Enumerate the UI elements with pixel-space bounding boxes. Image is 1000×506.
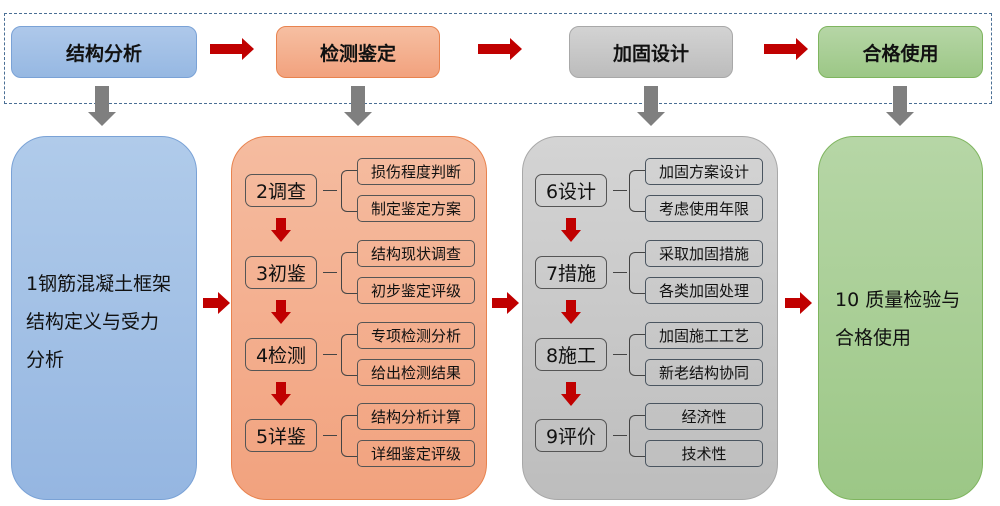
flow-arrow-icon: [203, 292, 230, 314]
step-box[interactable]: 6设计: [535, 174, 607, 207]
down-arrow-icon: [88, 86, 116, 126]
brace-connector: [629, 415, 645, 457]
sub-item-box[interactable]: 初步鉴定评级: [357, 277, 475, 304]
sub-item-box[interactable]: 加固方案设计: [645, 158, 763, 185]
text-line: 分析: [26, 349, 65, 371]
text-line: 合格使用: [835, 327, 912, 349]
flow-arrow-icon: [785, 292, 812, 314]
step-box[interactable]: 5详鉴: [245, 419, 317, 452]
down-arrow-icon: [271, 218, 291, 242]
sub-item-box[interactable]: 各类加固处理: [645, 277, 763, 304]
panel-structural-analysis: 1钢筋混凝土框架 结构定义与受力 分析: [11, 136, 197, 500]
sub-item-box[interactable]: 采取加固措施: [645, 240, 763, 267]
step-box[interactable]: 4检测: [245, 338, 317, 371]
sub-item-box[interactable]: 结构分析计算: [357, 403, 475, 430]
step-box[interactable]: 9评价: [535, 419, 607, 452]
brace-connector: [323, 354, 337, 355]
sub-item-box[interactable]: 详细鉴定评级: [357, 440, 475, 467]
brace-connector: [323, 190, 337, 191]
sub-item-box[interactable]: 结构现状调查: [357, 240, 475, 267]
brace-connector: [629, 170, 645, 212]
stage-reinforcement-design[interactable]: 加固设计: [569, 26, 733, 78]
acceptance-description: 10 质量检验与 合格使用: [835, 281, 981, 357]
stage-label: 检测鉴定: [319, 42, 396, 65]
sub-item-box[interactable]: 经济性: [645, 403, 763, 430]
down-arrow-icon: [271, 382, 291, 406]
brace-connector: [323, 435, 337, 436]
brace-connector: [323, 272, 337, 273]
stage-label: 结构分析: [65, 42, 142, 65]
sub-item-box[interactable]: 技术性: [645, 440, 763, 467]
sub-item-box[interactable]: 专项检测分析: [357, 322, 475, 349]
text-line: 10 质量检验与: [835, 289, 961, 311]
flow-arrow-icon: [764, 38, 808, 60]
sub-item-box[interactable]: 新老结构协同: [645, 359, 763, 386]
flow-arrow-icon: [210, 38, 254, 60]
brace-connector: [341, 170, 357, 212]
step-box[interactable]: 2调查: [245, 174, 317, 207]
brace-connector: [629, 252, 645, 294]
brace-connector: [613, 272, 627, 273]
analysis-description: 1钢筋混凝土框架 结构定义与受力 分析: [26, 265, 196, 379]
down-arrow-icon: [637, 86, 665, 126]
brace-connector: [613, 435, 627, 436]
stage-label: 加固设计: [612, 42, 689, 65]
brace-connector: [613, 354, 627, 355]
brace-connector: [341, 415, 357, 457]
stage-acceptance[interactable]: 合格使用: [818, 26, 983, 78]
text-line: 结构定义与受力: [26, 311, 160, 333]
down-arrow-icon: [886, 86, 914, 126]
stage-structural-analysis[interactable]: 结构分析: [11, 26, 197, 78]
brace-connector: [613, 190, 627, 191]
down-arrow-icon: [271, 300, 291, 324]
text-line: 1钢筋混凝土框架: [26, 273, 172, 295]
brace-connector: [341, 334, 357, 376]
step-box[interactable]: 3初鉴: [245, 256, 317, 289]
sub-item-box[interactable]: 制定鉴定方案: [357, 195, 475, 222]
brace-connector: [629, 334, 645, 376]
down-arrow-icon: [561, 300, 581, 324]
flow-arrow-icon: [492, 292, 519, 314]
sub-item-box[interactable]: 考虑使用年限: [645, 195, 763, 222]
flow-arrow-icon: [478, 38, 522, 60]
down-arrow-icon: [561, 382, 581, 406]
step-box[interactable]: 7措施: [535, 256, 607, 289]
sub-item-box[interactable]: 给出检测结果: [357, 359, 475, 386]
brace-connector: [341, 252, 357, 294]
stage-row-frame: [4, 13, 992, 104]
sub-item-box[interactable]: 损伤程度判断: [357, 158, 475, 185]
stage-label: 合格使用: [862, 42, 939, 65]
stage-inspection[interactable]: 检测鉴定: [276, 26, 440, 78]
panel-reinforcement-design: [522, 136, 778, 500]
down-arrow-icon: [344, 86, 372, 126]
panel-acceptance: 10 质量检验与 合格使用: [818, 136, 983, 500]
down-arrow-icon: [561, 218, 581, 242]
step-box[interactable]: 8施工: [535, 338, 607, 371]
sub-item-box[interactable]: 加固施工工艺: [645, 322, 763, 349]
